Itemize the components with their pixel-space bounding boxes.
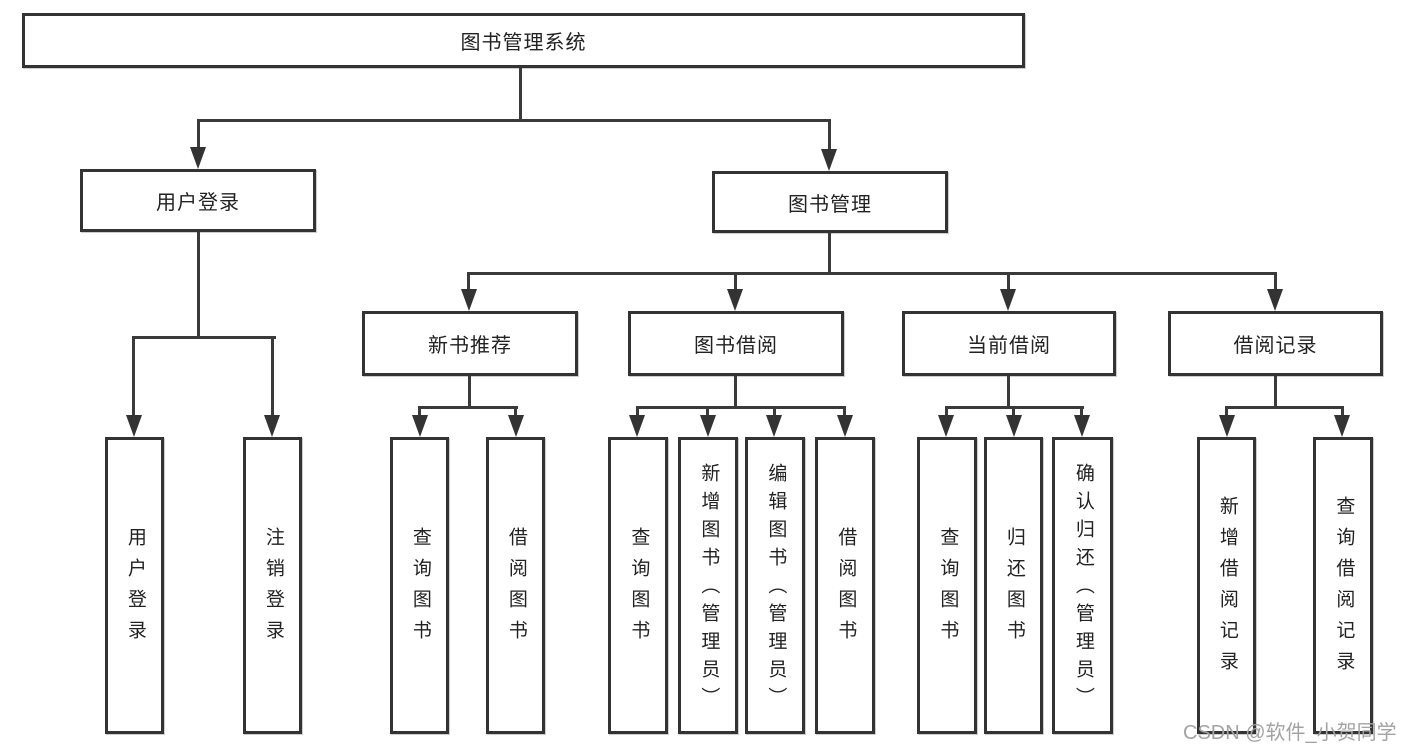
connector-drop-leaf <box>271 336 274 417</box>
connector-drop-records <box>1274 272 1277 291</box>
arrowhead-new-book <box>461 289 477 311</box>
leaf-return-books: 归还图书 <box>984 437 1043 734</box>
arrowhead-user-login <box>190 147 206 169</box>
connector-drop-leaf <box>418 406 421 417</box>
connector-root-stem <box>519 68 522 122</box>
leaf-user-login: 用户登录 <box>105 437 164 734</box>
leaf-edit-books-admin: 编辑图书（管理员） <box>745 437 805 734</box>
leaf-query-books: 查询图书 <box>917 437 977 734</box>
csdn-watermark: CSDN @软件_小贺同学 <box>1183 722 1397 744</box>
arrowhead-leaf <box>766 415 782 437</box>
leaf-add-borrow-record: 新增借阅记录 <box>1197 437 1256 734</box>
leaf-query-books: 查询图书 <box>608 437 668 734</box>
connector-drop-leaf <box>514 406 517 417</box>
leaf-borrow-books: 借阅图书 <box>486 437 545 734</box>
arrowhead-book-mgmt <box>821 149 837 171</box>
connector-drop-user-login <box>197 119 200 149</box>
connector-drop-leaf <box>843 406 846 417</box>
leaf-logout: 注销登录 <box>243 437 302 734</box>
connector-group-stem <box>734 376 737 409</box>
arrowhead-leaf <box>1074 415 1090 437</box>
arrowhead-leaf <box>1006 415 1022 437</box>
connector-drop-leaf <box>1225 406 1228 417</box>
connector-level2-rail <box>197 119 831 122</box>
connector-group-stem <box>1274 376 1277 409</box>
node-current-borrowing: 当前借阅 <box>902 311 1116 376</box>
arrowhead-leaf <box>700 415 716 437</box>
connector-drop-book-mgmt <box>828 119 831 151</box>
arrowhead-leaf <box>264 415 280 437</box>
connector-drop-leaf <box>945 406 948 417</box>
connector-userlogin-rail <box>132 336 276 339</box>
connector-drop-borrowing <box>734 272 737 291</box>
connector-drop-new-book <box>467 272 470 291</box>
node-new-book-recommend: 新书推荐 <box>362 311 578 376</box>
connector-drop-leaf <box>1341 406 1344 417</box>
connector-group-rail <box>1225 406 1344 409</box>
connector-group-rail <box>636 406 846 409</box>
arrowhead-leaf <box>508 415 524 437</box>
arrowhead-leaf <box>837 415 853 437</box>
connector-drop-leaf <box>1012 406 1015 417</box>
arrowhead-leaf <box>1334 415 1350 437</box>
leaf-confirm-return-admin: 确认归还（管理员） <box>1052 437 1113 734</box>
leaf-query-borrow-record: 查询借阅记录 <box>1313 437 1373 734</box>
leaf-query-books: 查询图书 <box>390 437 449 734</box>
node-root: 图书管理系统 <box>22 13 1025 68</box>
arrowhead-borrowing <box>727 289 743 311</box>
connector-bookmgmt-stem <box>828 233 831 275</box>
connector-level3-rail <box>468 272 1277 275</box>
leaf-borrow-books: 借阅图书 <box>815 437 875 734</box>
node-book-management: 图书管理 <box>712 171 948 233</box>
arrowhead-leaf <box>938 415 954 437</box>
connector-group-stem <box>468 376 471 409</box>
connector-drop-current <box>1007 272 1010 291</box>
node-book-borrowing: 图书借阅 <box>628 311 844 376</box>
connector-drop-leaf <box>706 406 709 417</box>
arrowhead-records <box>1267 289 1283 311</box>
connector-group-rail <box>418 406 518 409</box>
arrowhead-leaf <box>412 415 428 437</box>
connector-drop-leaf <box>1080 406 1083 417</box>
connector-drop-leaf <box>132 336 135 417</box>
arrowhead-leaf <box>629 415 645 437</box>
node-user-login: 用户登录 <box>80 169 316 232</box>
node-borrowing-records: 借阅记录 <box>1168 311 1383 376</box>
connector-userlogin-stem <box>197 232 200 339</box>
arrowhead-leaf <box>1219 415 1235 437</box>
connector-drop-leaf <box>636 406 639 417</box>
arrowhead-leaf <box>126 415 142 437</box>
leaf-add-books-admin: 新增图书（管理员） <box>678 437 738 734</box>
arrowhead-current <box>1000 289 1016 311</box>
connector-group-stem <box>1007 376 1010 409</box>
connector-drop-leaf <box>773 406 776 417</box>
